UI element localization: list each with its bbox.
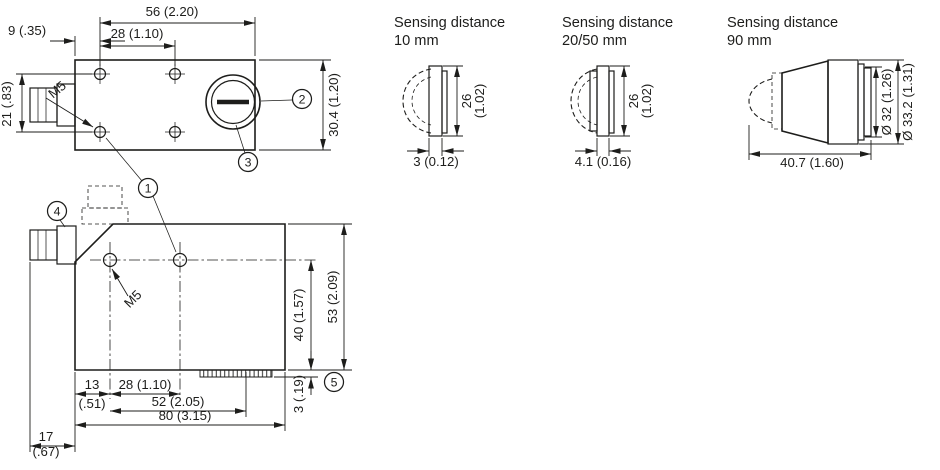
callout-2: 2: [260, 88, 313, 110]
connector-side: [29, 225, 77, 265]
lens2050-title-line1: Sensing distance: [562, 15, 673, 31]
lens90-title-line1: Sensing distance: [727, 15, 838, 31]
lens10-dim-dia-inch: (1.02): [472, 84, 487, 118]
dim-17-inch: (.67): [32, 444, 59, 459]
svg-text:3: 3: [245, 155, 252, 169]
dim-13: 13: [85, 377, 100, 392]
connector-alt-dashed: [81, 185, 129, 225]
lens10-title-line2: 10 mm: [394, 33, 439, 49]
lens-variant-90mm: Sensing distance 90 mm Ø 32 (1.26) Ø 33.…: [727, 15, 915, 170]
dim-56: 56 (2.20): [146, 4, 199, 19]
lens90-title-line2: 90 mm: [727, 33, 772, 49]
lens2050-knurled-ring: [596, 65, 610, 137]
lens2050-title-line2: 20/50 mm: [562, 33, 627, 49]
dim-13-inch: (.51): [78, 396, 105, 411]
svg-text:1: 1: [145, 181, 152, 195]
callout-1: 1: [105, 137, 177, 253]
lens90-dim-dia-outer: Ø 33.2 (1.31): [900, 63, 915, 141]
lens10-title-line1: Sensing distance: [394, 15, 505, 31]
lens2050-dim-dia-inch: (1.02): [639, 84, 654, 118]
dim-28-side: 28 (1.10): [119, 377, 172, 392]
lens2050-dim-depth: 4.1 (0.16): [575, 154, 631, 169]
svg-text:5: 5: [331, 375, 338, 389]
dim-28-top: 28 (1.10): [111, 26, 164, 41]
svg-text:4: 4: [54, 204, 61, 218]
callout-5: 5: [323, 371, 345, 393]
dim-53: 53 (2.09): [325, 271, 340, 324]
lens90-cone: [781, 59, 829, 145]
callout-4: 4: [46, 200, 68, 228]
dim-17: 17: [39, 429, 54, 444]
lens10-dome-dashed: [402, 68, 432, 134]
side-view: M5 4 5 40 (1.57) 53 (2.09): [29, 185, 352, 459]
lens90-knurled-ring: [827, 59, 859, 145]
dim-9: 9 (.35): [8, 23, 46, 38]
lens90-dim-length: 40.7 (1.60): [780, 155, 844, 170]
lens10-dim-dia: 26: [459, 94, 474, 109]
lens-variant-2050mm: Sensing distance 20/50 mm 26 (1.02) 4.1 …: [562, 15, 673, 169]
lens2050-dome-dashed: [570, 68, 598, 134]
dim-52: 52 (2.05): [152, 394, 205, 409]
dim-40: 40 (1.57): [291, 289, 306, 342]
mounting-holes: [90, 64, 185, 142]
top-view: 56 (2.20) 9 (.35) 28 (1.10) 21 (.83) 30.…: [0, 4, 341, 173]
callout-3: 3: [235, 124, 259, 173]
dim-3: 3 (.19): [291, 375, 306, 413]
mounting-holes-side: [90, 242, 318, 399]
lens90-dome-dashed: [748, 78, 773, 124]
dim-80: 80 (3.15): [159, 408, 212, 423]
lens2050-dim-dia: 26: [626, 94, 641, 109]
ribbed-strip: [199, 370, 273, 378]
lens10-dim-depth: 3 (0.12): [413, 154, 458, 169]
lens10-knurled-ring: [428, 65, 443, 137]
lens90-dim-dia-inner: Ø 32 (1.26): [879, 69, 894, 136]
lens-variant-10mm: Sensing distance 10 mm 26 (1.02) 3 (0.12…: [394, 15, 505, 169]
thread-label-m5-top: M5: [45, 78, 69, 101]
dim-21: 21 (.83): [0, 81, 14, 126]
svg-text:2: 2: [299, 92, 306, 106]
dim-30-4: 30.4 (1.20): [326, 73, 341, 137]
adjuster-dial: [205, 74, 261, 130]
